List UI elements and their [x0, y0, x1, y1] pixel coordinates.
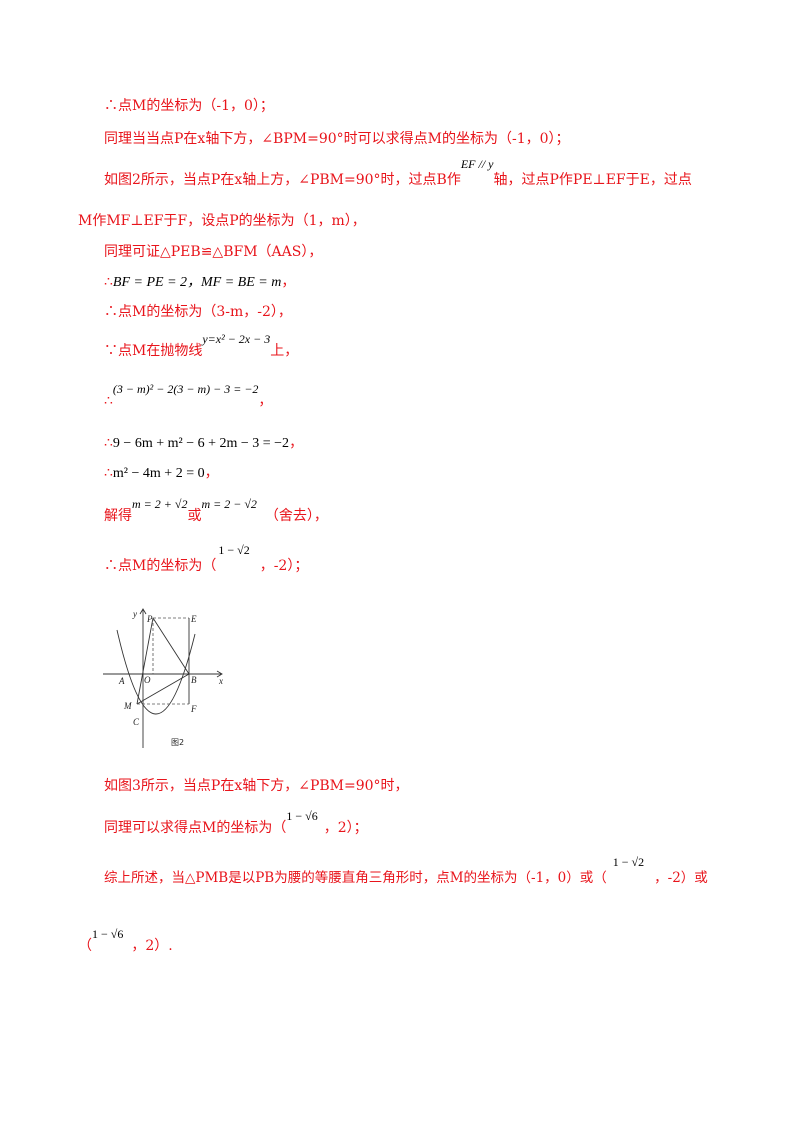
line-3: 如图2所示，当点P在x轴上方，∠PBM=90°时，过点B作EF // y轴，过点… — [104, 157, 692, 188]
label-f: F — [190, 704, 197, 714]
x-axis-arrow — [216, 670, 223, 678]
math-root-2: m = 2 − √2 — [201, 497, 257, 511]
figure-2: y x P E A O B M F C 图2 — [103, 608, 233, 750]
label-a: A — [118, 676, 125, 686]
figure-2-svg: y x P E A O B M F C 图2 — [103, 608, 223, 748]
line-2: 同理当当点P在x轴下方，∠BPM=90°时可以求得点M的坐标为（-1，0）； — [104, 131, 570, 147]
line-16: 综上所述，当△PMB是以PB为腰的等腰直角三角形时，点M的坐标为（-1，0）或（… — [104, 855, 708, 886]
label-c: C — [133, 717, 140, 727]
label-x: x — [218, 676, 223, 686]
math-one-minus-root2: 1 − √2 — [218, 543, 250, 557]
math-quadratic: m² − 4m + 2 = 0 — [112, 466, 205, 481]
line-6: ∴BF = PE = 2，MF = BE = m， — [104, 274, 296, 290]
label-y: y — [132, 609, 137, 619]
label-p: P — [146, 614, 153, 624]
label-o: O — [144, 675, 151, 685]
line-12: 解得m = 2 + √2或m = 2 − √2（舍去）， — [104, 497, 328, 524]
line-9: ∴(3 − m)² − 2(3 − m) − 3 = −2， — [104, 382, 273, 409]
math-root-1: m = 2 + √2 — [132, 497, 188, 511]
math-substitution: (3 − m)² − 2(3 − m) − 3 = −2 — [112, 382, 259, 396]
y-axis-arrow — [139, 608, 147, 615]
segment-bm — [136, 673, 190, 705]
line-11: ∴m² − 4m + 2 = 0， — [104, 465, 219, 481]
line-10: ∴9 − 6m + m² − 6 + 2m − 3 = −2， — [104, 435, 304, 451]
math-bf-pe: BF = PE = 2，MF = BE = m — [112, 275, 282, 290]
line-13: ∴点M的坐标为（1 − √2，-2）； — [104, 543, 309, 574]
math-ef-parallel-y: EF // y — [460, 157, 494, 171]
line-17: （1 − √6，2）. — [78, 927, 173, 954]
label-e: E — [190, 614, 197, 624]
line-4: M作MF⊥EF于F，设点P的坐标为（1，m）， — [78, 213, 366, 229]
figure-caption: 图2 — [171, 738, 184, 747]
math-parabola: y=x² − 2x − 3 — [202, 332, 271, 346]
math-one-minus-root6: 1 − √6 — [286, 809, 318, 823]
line-1: ∴点M的坐标为（-1，0）； — [104, 98, 274, 114]
segment-mp — [136, 617, 154, 705]
label-m: M — [123, 701, 132, 711]
line-8: ∵点M在抛物线y=x² − 2x − 3上， — [104, 332, 299, 359]
segment-pb — [152, 617, 190, 675]
label-b: B — [191, 675, 197, 685]
math-one-minus-root6-summary: 1 − √6 — [92, 927, 124, 941]
parabola — [116, 629, 196, 715]
line-5: 同理可证△PEB≌△BFM（AAS）， — [104, 244, 323, 260]
math-expansion: 9 − 6m + m² − 6 + 2m − 3 = −2 — [112, 436, 290, 451]
math-one-minus-root2-summary: 1 − √2 — [612, 855, 645, 869]
line-7: ∴点M的坐标为（3-m，-2）， — [104, 304, 292, 320]
line-15: 同理可以求得点M的坐标为（1 − √6，2）； — [104, 809, 368, 836]
line-14: 如图3所示，当点P在x轴下方，∠PBM=90°时， — [104, 778, 409, 794]
